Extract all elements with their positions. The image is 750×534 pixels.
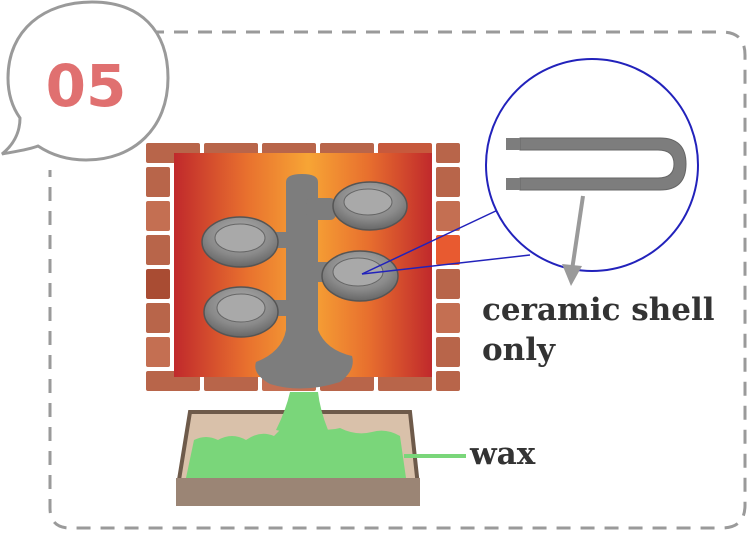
ceramic-ring [203, 286, 279, 338]
label-ceramic-shell-line2: only [482, 332, 556, 368]
step-badge: 05 [1, 0, 170, 162]
casting-tree-icon [201, 174, 408, 389]
wax-drip [276, 392, 328, 433]
pointer-arrow [570, 195, 585, 271]
dashed-frame [48, 30, 747, 530]
ceramic-ring [321, 250, 399, 302]
arrow-head-icon [562, 264, 582, 286]
ceramic-ring [332, 181, 408, 231]
label-wax: wax [469, 436, 536, 472]
ceramic-ring [201, 216, 279, 268]
tray-base [176, 478, 420, 506]
step-number: 05 [46, 52, 127, 120]
label-ceramic-shell-line1: ceramic shell [482, 292, 715, 328]
wax-tray-icon [176, 410, 420, 506]
zoom-callout [361, 58, 699, 286]
ceramic-shell-section-icon [506, 137, 687, 191]
melted-wax [186, 422, 406, 478]
speech-bubble-icon [1, 0, 170, 162]
